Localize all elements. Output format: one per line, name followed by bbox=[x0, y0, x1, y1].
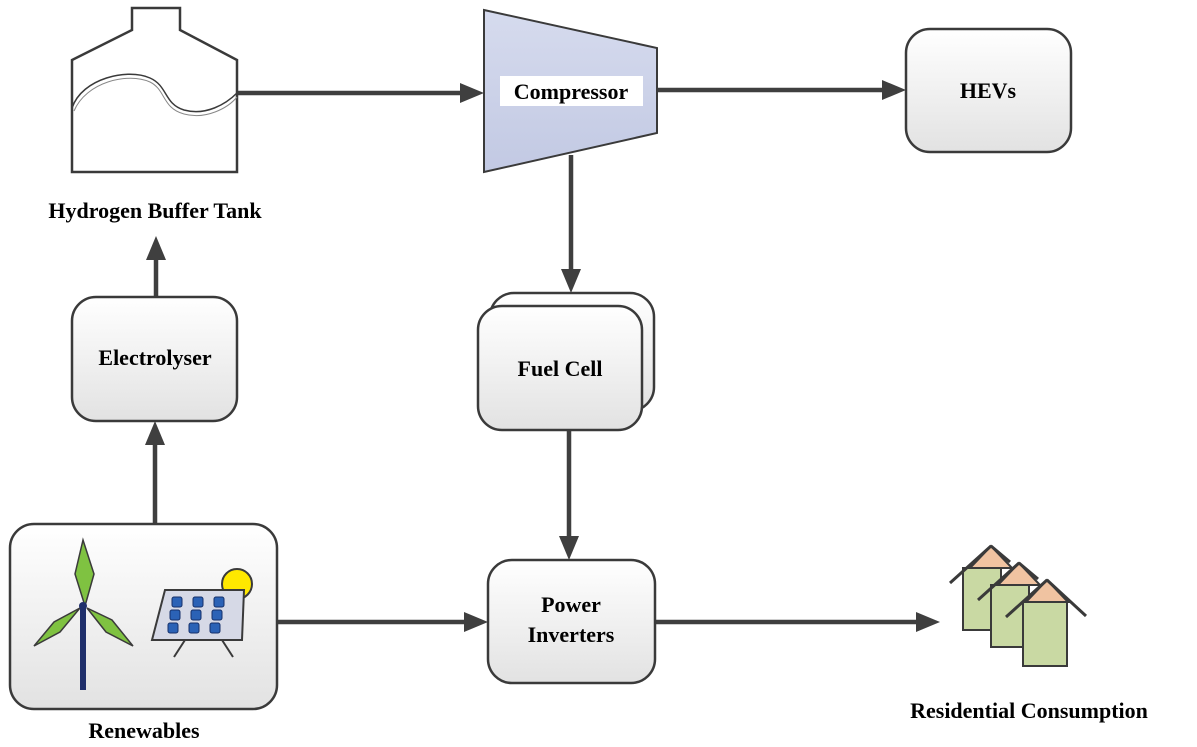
power-inverters-label-line1: Power bbox=[541, 592, 601, 617]
arrow-fuel-cell-to-inverters bbox=[559, 430, 579, 560]
solar-panel-icon bbox=[150, 589, 246, 658]
hevs-node: HEVs bbox=[904, 27, 1073, 154]
wind-turbine-icon bbox=[33, 537, 134, 690]
renewables-node: Renewables bbox=[8, 522, 279, 743]
compressor-label-background bbox=[500, 76, 643, 106]
arrow-renewables-to-electrolyser bbox=[145, 421, 165, 524]
arrow-inverters-to-residential bbox=[655, 612, 940, 632]
hevs-label: HEVs bbox=[960, 78, 1017, 103]
house-front bbox=[1004, 578, 1088, 667]
houses-icon bbox=[948, 544, 1088, 667]
fuel-cell-node: Fuel Cell bbox=[476, 291, 656, 432]
residential-consumption: Residential Consumption bbox=[910, 544, 1148, 723]
electrolyser-label: Electrolyser bbox=[98, 345, 211, 370]
arrow-tank-to-compressor bbox=[237, 83, 484, 103]
tank-icon bbox=[70, 6, 239, 174]
power-inverters-label-line2: Inverters bbox=[528, 622, 615, 647]
arrow-compressor-to-fuel-cell bbox=[561, 155, 581, 293]
hydrogen-tank-label: Hydrogen Buffer Tank bbox=[48, 198, 262, 223]
electrolyser-node: Electrolyser bbox=[70, 295, 239, 423]
fuel-cell-label: Fuel Cell bbox=[518, 356, 603, 381]
arrow-electrolyser-to-tank bbox=[146, 236, 166, 297]
hydrogen-buffer-tank: Hydrogen Buffer Tank bbox=[48, 6, 262, 223]
arrow-renewables-to-inverters bbox=[277, 612, 488, 632]
renewables-label: Renewables bbox=[88, 718, 200, 743]
residential-label: Residential Consumption bbox=[910, 698, 1148, 723]
compressor-label: Compressor bbox=[514, 79, 629, 104]
power-inverters-node: Power Inverters bbox=[486, 558, 657, 685]
compressor: Compressor bbox=[483, 8, 658, 174]
arrow-compressor-to-hevs bbox=[657, 80, 906, 100]
